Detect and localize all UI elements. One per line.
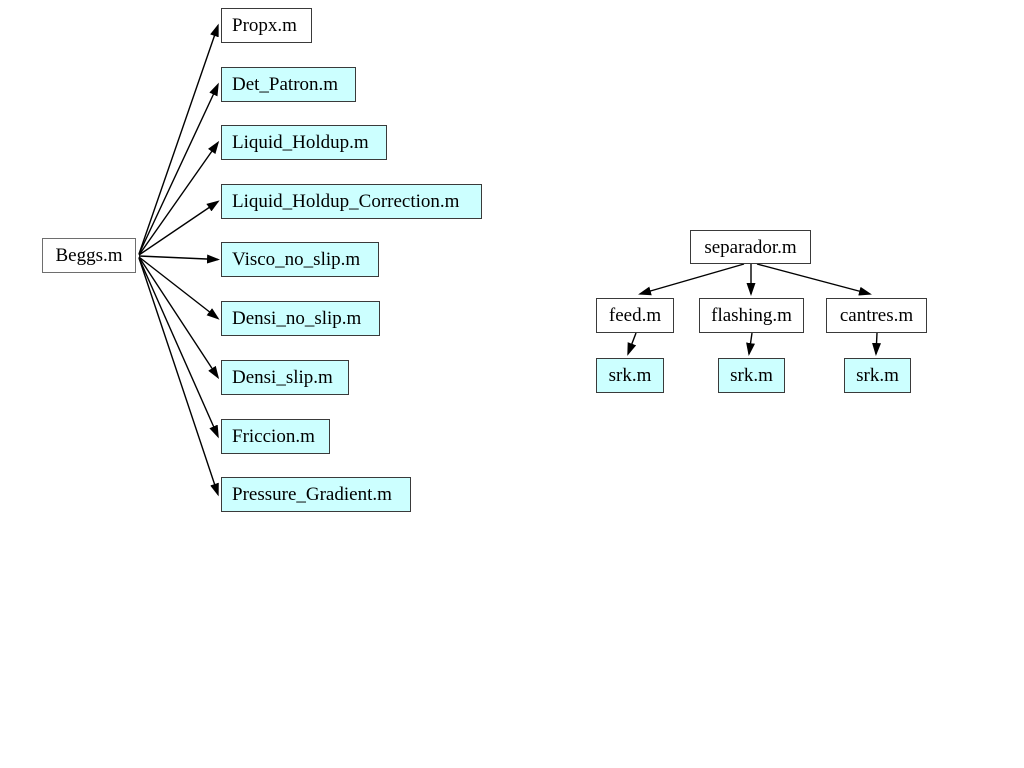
arrow-beggs-friccion <box>138 257 219 439</box>
node-label: Det_Patron.m <box>232 74 339 95</box>
arrow-beggs-propx <box>138 23 219 255</box>
arrow-beggs-det-patron <box>138 82 219 255</box>
arrow-cantres-srk <box>872 332 882 356</box>
node-det-patron-m: Det_Patron.m <box>221 67 356 102</box>
node-friccion-m: Friccion.m <box>221 419 330 454</box>
node-label: Liquid_Holdup_Correction.m <box>232 191 460 212</box>
node-label: Densi_no_slip.m <box>232 308 362 329</box>
node-pressure-gradient-m: Pressure_Gradient.m <box>221 477 411 512</box>
node-label: Liquid_Holdup.m <box>232 132 369 153</box>
node-srk-m-flashing: srk.m <box>718 358 785 393</box>
node-label: srk.m <box>856 365 899 386</box>
node-cantres-m: cantres.m <box>826 298 927 333</box>
node-beggs-m: Beggs.m <box>42 238 136 273</box>
node-label: Beggs.m <box>55 245 123 266</box>
node-srk-m-feed: srk.m <box>596 358 664 393</box>
arrow-separador-cantres <box>756 263 872 296</box>
node-label: cantres.m <box>839 305 914 326</box>
node-label: Densi_slip.m <box>232 367 333 388</box>
node-srk-m-cantres: srk.m <box>844 358 911 393</box>
arrow-beggs-densi-slip <box>138 256 220 380</box>
node-label: flashing.m <box>711 305 792 326</box>
node-label: Visco_no_slip.m <box>232 249 361 270</box>
node-label: Pressure_Gradient.m <box>232 484 392 505</box>
arrow-beggs-liquid-holdup <box>138 140 220 256</box>
node-densi-no-slip-m: Densi_no_slip.m <box>221 301 380 336</box>
node-label: srk.m <box>608 365 652 386</box>
arrow-flashing-srk <box>746 332 756 356</box>
arrow-beggs-densi-no-slip <box>138 256 220 320</box>
node-label: Propx.m <box>232 15 297 36</box>
arrow-separador-feed <box>638 263 745 296</box>
node-visco-no-slip-m: Visco_no_slip.m <box>221 242 379 277</box>
node-liquid-holdup-correction-m: Liquid_Holdup_Correction.m <box>221 184 482 219</box>
node-feed-m: feed.m <box>596 298 674 333</box>
arrow-beggs-liquid-holdup-correction <box>138 200 220 256</box>
node-label: feed.m <box>608 305 662 326</box>
arrow-feed-srk <box>627 332 637 356</box>
node-separador-m: separador.m <box>690 230 811 264</box>
arrow-beggs-pressure-gradient <box>138 257 219 497</box>
node-label: srk.m <box>730 365 773 386</box>
arrow-beggs-visco-no-slip <box>138 254 220 264</box>
node-densi-slip-m: Densi_slip.m <box>221 360 349 395</box>
node-label: Friccion.m <box>232 426 315 447</box>
node-flashing-m: flashing.m <box>699 298 804 333</box>
node-label: separador.m <box>704 236 797 258</box>
node-liquid-holdup-m: Liquid_Holdup.m <box>221 125 387 160</box>
node-propx-m: Propx.m <box>221 8 312 43</box>
